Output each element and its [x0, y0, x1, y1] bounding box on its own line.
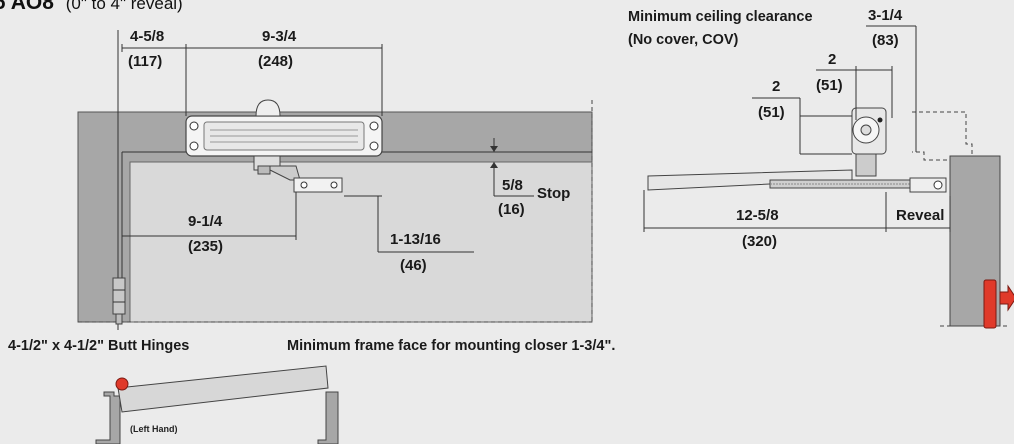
plan-door-leaf — [117, 365, 329, 413]
model-title: 6 AO8 (0" to 4" reveal) — [0, 0, 183, 14]
ceiling-note-line2: (No cover, COV) — [628, 32, 739, 48]
dim-side-arm-imperial: 12-5/8 — [736, 207, 779, 224]
dim-top-body-imperial: 9-3/4 — [262, 28, 297, 45]
dim-top-left-imperial: 4-5/8 — [130, 28, 164, 45]
reveal-label: Reveal — [896, 207, 944, 224]
plan-pivot-marker — [115, 377, 129, 391]
closer-body — [185, 99, 383, 171]
dim-clearance-metric: (83) — [872, 32, 899, 49]
door-panel — [129, 161, 593, 323]
plan-hand-label: (Left Hand) — [130, 424, 178, 434]
plan-left-jamb — [95, 391, 121, 444]
dim-top-left-metric: (117) — [128, 53, 162, 70]
model-range: (0" to 4" reveal) — [66, 0, 183, 13]
model-number: 6 AO8 — [0, 0, 54, 14]
ceiling-outline — [912, 111, 973, 161]
dim-offset-metric: (46) — [400, 257, 427, 274]
side-arrow — [999, 284, 1014, 312]
side-arm — [647, 169, 947, 193]
frame-face-note: Minimum frame face for mounting closer 1… — [287, 338, 615, 354]
dim-outer-imperial: 2 — [772, 78, 780, 95]
plan-right-jamb — [317, 391, 339, 444]
dim-inner-metric: (51) — [816, 77, 843, 94]
side-view: Minimum ceiling clearance (No cover, COV… — [628, 7, 1014, 329]
dim-arm-imperial: 9-1/4 — [188, 213, 223, 230]
side-door-handle — [983, 279, 997, 329]
butt-hinges — [112, 277, 126, 325]
dim-clearance-imperial: 3-1/4 — [868, 7, 903, 24]
front-view: 4-5/8 (117) 9-3/4 (248) 9-1/4 (235) 1-13… — [77, 28, 593, 330]
dim-stop-metric: (16) — [498, 201, 525, 218]
closer-arm — [257, 165, 343, 193]
side-closer-head — [851, 107, 887, 177]
dim-side-arm-metric: (320) — [742, 233, 777, 250]
dim-arm-metric: (235) — [188, 238, 223, 255]
dim-offset-imperial: 1-13/16 — [390, 231, 441, 248]
dim-stop-imperial: 5/8 — [502, 177, 523, 194]
hinge-note: 4-1/2" x 4-1/2" Butt Hinges — [8, 338, 189, 354]
dim-outer-metric: (51) — [758, 104, 785, 121]
plan-view: (Left Hand) — [95, 365, 339, 444]
ceiling-note-line1: Minimum ceiling clearance — [628, 9, 813, 25]
dim-stop-label: Stop — [537, 185, 570, 202]
dim-top-body-metric: (248) — [258, 53, 293, 70]
dim-inner-imperial: 2 — [828, 51, 836, 68]
